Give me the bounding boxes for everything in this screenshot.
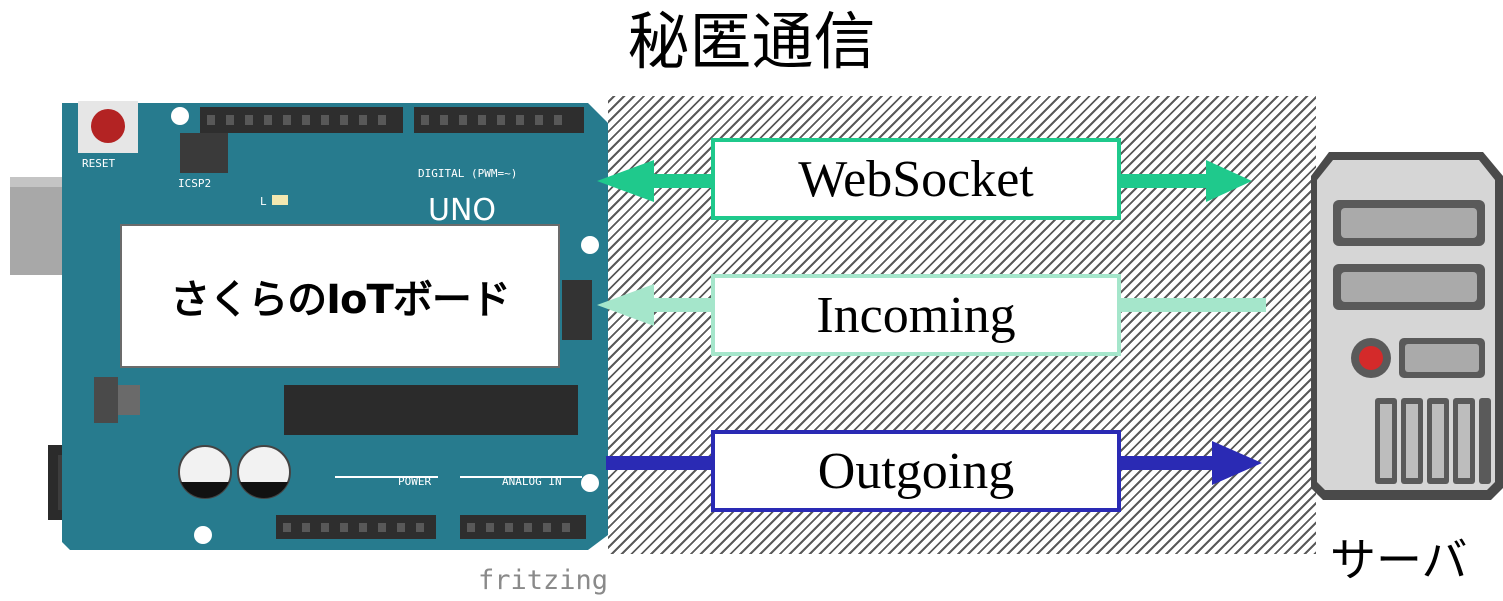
diagram-title: 秘匿通信	[627, 5, 876, 78]
websocket-channel-label: WebSocket	[711, 138, 1121, 220]
analog-label: ANALOG IN	[502, 475, 562, 488]
fritzing-watermark: fritzing	[478, 565, 609, 596]
digital-label: DIGITAL (PWM=~)	[418, 167, 517, 180]
mounting-hole	[171, 107, 189, 125]
mounting-hole	[581, 236, 599, 254]
led-label: L	[260, 195, 267, 208]
reset-label: RESET	[82, 157, 115, 170]
mounting-hole	[581, 474, 599, 492]
icsp-header	[180, 133, 228, 173]
mounting-hole	[194, 526, 212, 544]
power-label: POWER	[398, 475, 431, 488]
icsp-label: ICSP2	[178, 177, 211, 190]
server-icon	[1311, 152, 1503, 500]
uno-logo: UNO	[428, 193, 496, 228]
icsp-header-right	[562, 280, 592, 340]
board-label: さくらのIoTボード	[120, 224, 560, 368]
server-label: サーバ	[1330, 533, 1468, 587]
regulator	[94, 377, 118, 423]
microcontroller-chip	[284, 385, 578, 435]
outgoing-channel-label: Outgoing	[711, 430, 1121, 512]
incoming-channel-label: Incoming	[711, 274, 1121, 356]
